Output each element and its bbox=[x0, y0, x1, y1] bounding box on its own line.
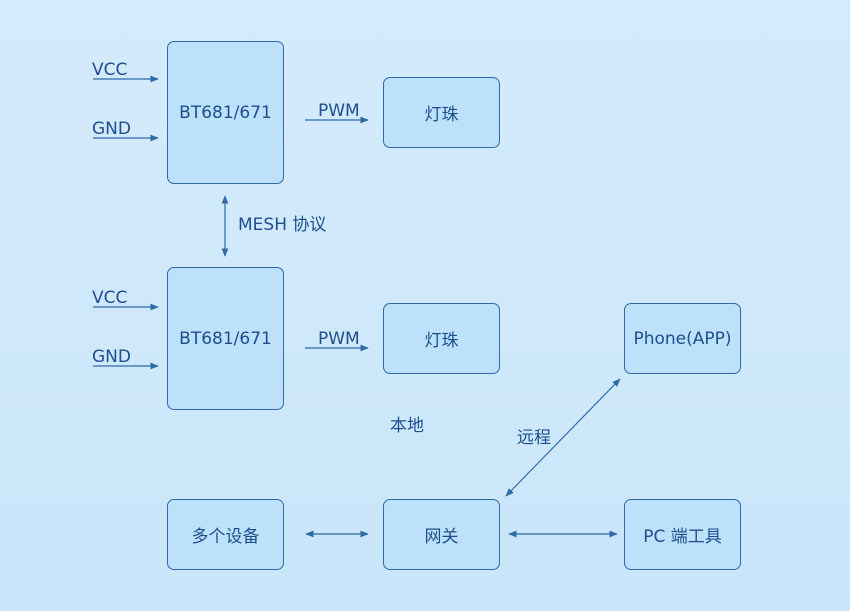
bt-module-bottom: BT681/671 bbox=[167, 267, 284, 410]
gateway: 网关 bbox=[383, 499, 500, 570]
gateway-label: 网关 bbox=[424, 527, 459, 547]
led-top: 灯珠 bbox=[383, 77, 500, 148]
bt-module-top: BT681/671 bbox=[167, 41, 284, 184]
pwm-top-label: PWM bbox=[318, 101, 360, 121]
mesh-protocol-label: MESH 协议 bbox=[238, 215, 327, 235]
gnd-bottom-label: GND bbox=[92, 347, 131, 367]
pc-tool: PC 端工具 bbox=[624, 499, 741, 570]
vcc-top-label: VCC bbox=[92, 60, 128, 80]
local-label: 本地 bbox=[390, 416, 424, 436]
phone-app-label: Phone(APP) bbox=[633, 328, 732, 349]
remote-arrow bbox=[505, 378, 621, 497]
bt-module-bottom-label: BT681/671 bbox=[179, 328, 272, 349]
pwm-bottom-label: PWM bbox=[318, 329, 360, 349]
pc-tool-label: PC 端工具 bbox=[643, 527, 722, 547]
led-top-label: 灯珠 bbox=[424, 105, 459, 125]
multiple-devices-label: 多个设备 bbox=[191, 527, 260, 547]
remote-label: 远程 bbox=[517, 428, 551, 448]
led-bottom-label: 灯珠 bbox=[424, 331, 459, 351]
multiple-devices: 多个设备 bbox=[167, 499, 284, 570]
vcc-bottom-label: VCC bbox=[92, 288, 128, 308]
bt-module-top-label: BT681/671 bbox=[179, 102, 272, 123]
led-bottom: 灯珠 bbox=[383, 303, 500, 374]
gnd-top-label: GND bbox=[92, 119, 131, 139]
phone-app: Phone(APP) bbox=[624, 303, 741, 374]
